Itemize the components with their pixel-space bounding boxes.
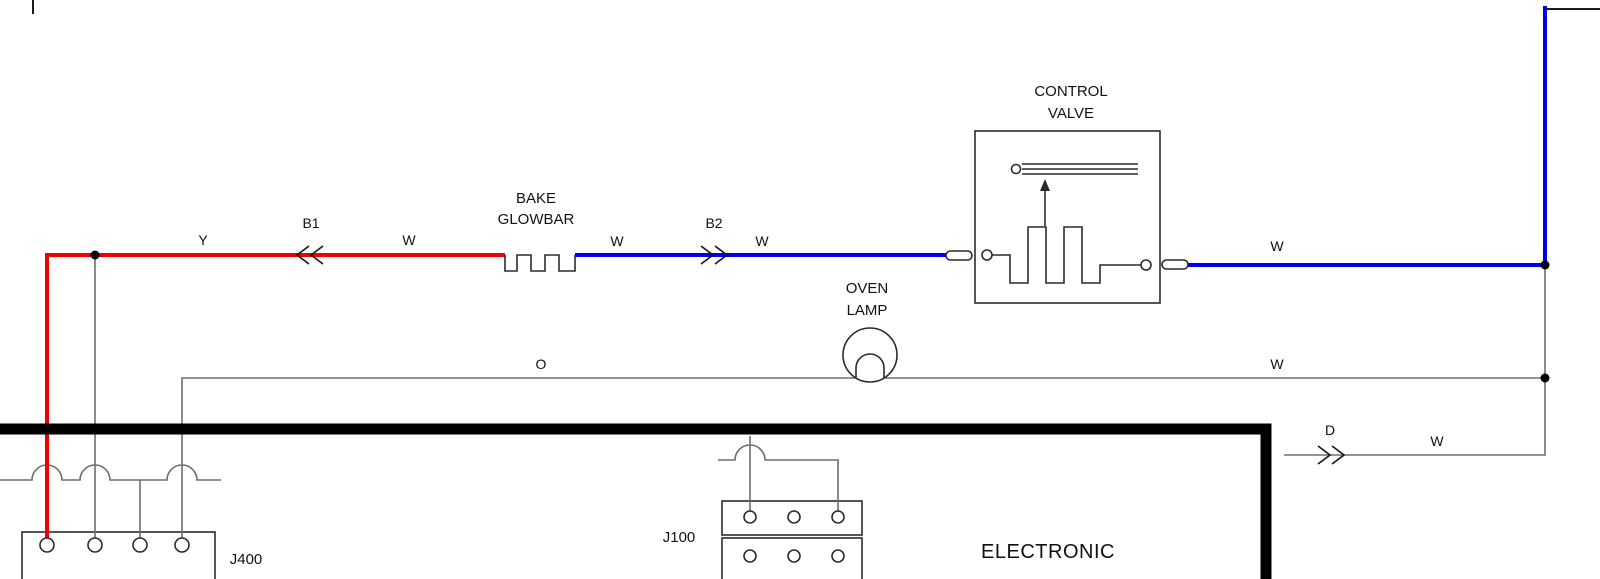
j400-label: J400 — [230, 551, 263, 568]
valve-right-terminal — [1140, 259, 1152, 271]
oven-lamp-label-line2: LAMP — [847, 302, 888, 319]
wire-label-w-glowbar: W — [610, 233, 624, 249]
j400-pin-3 — [132, 537, 148, 553]
b1-arrow-icon — [295, 245, 324, 265]
chassis-bus-wire — [0, 423, 1272, 579]
lamp-filament — [855, 353, 885, 378]
valve-body-path — [992, 226, 1141, 284]
j400-pin-2 — [87, 537, 103, 553]
wire-label-b2: B2 — [705, 215, 722, 231]
wire-label-w-valve-right: W — [1270, 238, 1284, 254]
wire-label-d: D — [1325, 422, 1335, 438]
wire-label-b1: B1 — [302, 215, 319, 231]
j400-pin-1 — [39, 537, 55, 553]
control-valve-box — [974, 130, 1161, 304]
wire-label-y: Y — [198, 232, 208, 248]
d-wire — [1284, 265, 1546, 456]
electronic-control-label: ELECTRONIC — [981, 541, 1115, 563]
j100-label: J100 — [663, 529, 696, 546]
valve-left-terminal — [981, 249, 993, 261]
j100-pin-6 — [831, 549, 845, 563]
j100-pin-5 — [787, 549, 801, 563]
j400-pin-4 — [174, 537, 190, 553]
blue-wire-right — [1188, 6, 1547, 267]
valve-coil-terminal — [1010, 163, 1022, 175]
control-valve-label-line1: CONTROL — [1034, 83, 1107, 100]
bake-glowbar-symbol — [504, 254, 576, 272]
j100-crossover-wire — [718, 444, 839, 511]
j100-pin-3 — [831, 510, 845, 524]
b2-arrow-icon — [700, 245, 729, 265]
d-arrow-icon — [1317, 445, 1346, 465]
bake-glowbar-label-line2: GLOWBAR — [498, 211, 575, 228]
wire-label-w-red: W — [402, 232, 416, 248]
oven-lamp-label-line1: OVEN — [846, 280, 889, 297]
bake-glowbar-label-line1: BAKE — [516, 190, 556, 207]
wire-label-o: O — [536, 356, 547, 372]
wire-label-w-d: W — [1430, 433, 1444, 449]
j100-pin-4 — [743, 549, 757, 563]
j100-pin-1 — [743, 510, 757, 524]
control-valve-label-line2: VALVE — [1048, 105, 1094, 122]
oven-lamp-symbol — [842, 327, 898, 383]
wire-label-w-valve-left: W — [755, 233, 769, 249]
valve-right-pin — [1161, 259, 1189, 270]
j100-pin-2 — [787, 510, 801, 524]
valve-left-pin — [945, 250, 973, 261]
junction-dot — [1540, 260, 1550, 270]
valve-arrow-head-icon — [1040, 179, 1050, 191]
wire-label-w-lamp: W — [1270, 356, 1284, 372]
red-wire — [45, 253, 505, 538]
oven-lamp-wire — [181, 377, 1545, 538]
valve-solenoid-coil — [1022, 163, 1138, 175]
junction-dot — [1540, 373, 1550, 383]
j400-crossover-wire — [0, 464, 221, 481]
junction-dot — [90, 250, 100, 260]
